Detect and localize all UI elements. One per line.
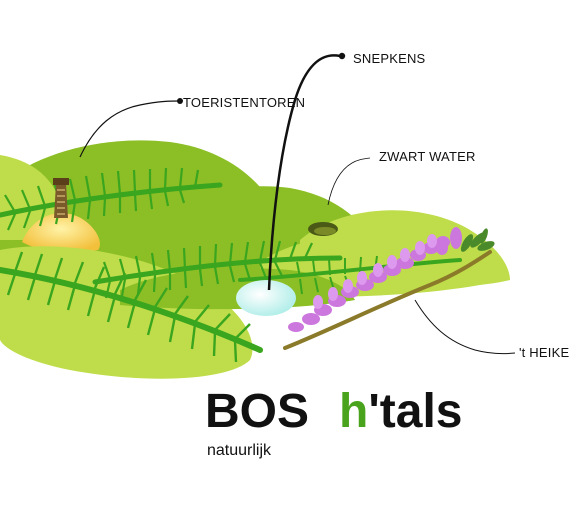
callout-dot-toeristentoren: [177, 98, 183, 104]
brand-word-bos: BOS: [205, 385, 310, 438]
fern-frond-bottom: [0, 251, 263, 363]
brand-logo: BOS h'tals: [205, 388, 462, 436]
observation-tower: [53, 178, 69, 218]
brand-tagline: natuurlijk: [207, 442, 272, 459]
fern-frond-middle: [92, 240, 343, 299]
callout-line-heike: [414, 299, 516, 355]
label-toeristentoren: TOERISTENTOREN: [183, 95, 306, 110]
callout-line-toeristentoren: [79, 100, 181, 158]
callout-dot-snepkens: [338, 52, 346, 60]
heather-branch: [283, 227, 495, 350]
brand-word-tals: 'tals: [368, 385, 463, 438]
zwart-water-pool-rim: [314, 227, 336, 235]
label-snepkens: SNEPKENS: [353, 51, 426, 66]
snepkens-pond: [236, 280, 296, 316]
fern-frond-top: [0, 167, 223, 231]
hill-front-middle: [120, 268, 355, 310]
hill-front-left: [0, 246, 253, 379]
label-heike: 't HEIKE: [519, 345, 570, 360]
callout-line-zwart-water: [327, 157, 371, 206]
label-zwart-water: ZWART WATER: [379, 149, 476, 164]
callout-line-snepkens: [267, 54, 341, 291]
brand-letter-h: h: [339, 385, 369, 438]
